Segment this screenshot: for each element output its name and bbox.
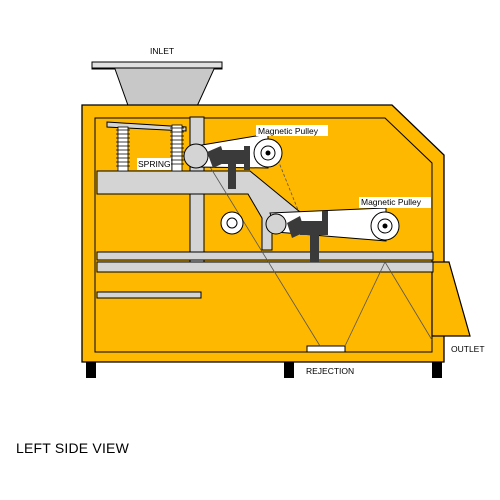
small-bar (96, 291, 202, 299)
spring-left (116, 126, 130, 172)
trajectory-lines (206, 159, 433, 347)
label-spring: SPRING (138, 159, 171, 169)
middle-shelf (96, 170, 301, 251)
rejection-tray (306, 345, 346, 353)
outlet-chute (431, 261, 471, 337)
label-rejection: REJECTION (306, 366, 354, 376)
label-inlet: INLET (150, 46, 174, 56)
feet (86, 362, 442, 378)
feed-tray (106, 121, 187, 132)
view-caption: LEFT SIDE VIEW (16, 440, 130, 456)
label-magnetic-pulley-upper: Magnetic Pulley (258, 126, 319, 136)
label-magnetic-pulley-lower: Magnetic Pulley (361, 197, 422, 207)
idler-roller (220, 211, 244, 235)
lower-belt-assembly (265, 207, 400, 262)
label-outlet: OUTLET (451, 344, 485, 354)
lower-rail-2 (96, 261, 434, 273)
spring-right (170, 124, 184, 172)
upper-belt-assembly (183, 133, 283, 189)
